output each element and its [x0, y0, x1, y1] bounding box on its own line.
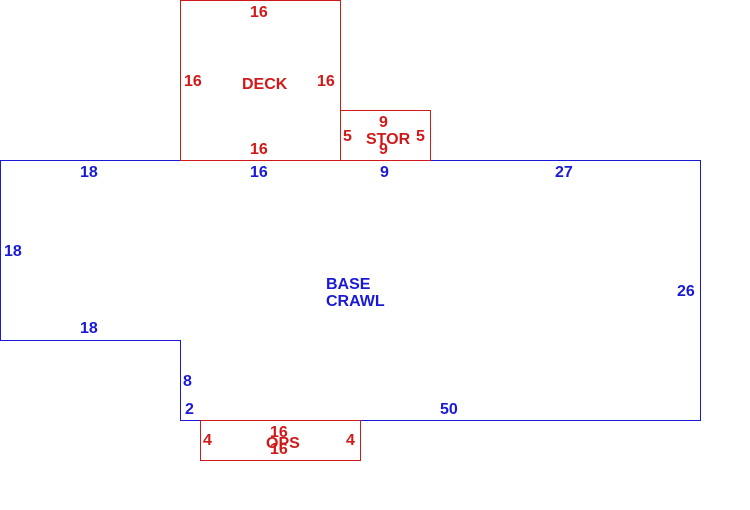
- dim-main-top-left: 18: [80, 164, 98, 181]
- dim-stor-bottom: 9: [379, 141, 388, 158]
- deck-label: DECK: [242, 76, 288, 93]
- dim-stor-left: 5: [343, 128, 352, 145]
- dim-main-step-side: 8: [183, 373, 192, 390]
- main-area-label-line1: BASE: [326, 276, 371, 293]
- main-area-outline: [0, 160, 701, 421]
- dim-ops-bottom: 16: [270, 441, 288, 458]
- stor-label: STOR: [366, 131, 411, 148]
- dim-deck-top: 16: [250, 4, 268, 21]
- dim-main-bottom-short: 2: [185, 401, 194, 418]
- dim-main-left: 18: [4, 243, 22, 260]
- stor-outline: [340, 110, 431, 161]
- dim-ops-left: 4: [203, 432, 212, 449]
- ops-label: OPS: [266, 435, 300, 452]
- dim-main-step-bottom: 18: [80, 320, 98, 337]
- dim-ops-top: 16: [270, 424, 288, 441]
- ops-outline: [200, 420, 361, 461]
- dim-main-top-stor: 9: [380, 164, 389, 181]
- dim-stor-right: 5: [416, 128, 425, 145]
- deck-outline: [180, 0, 341, 161]
- main-area-label-line2: CRAWL: [326, 293, 385, 310]
- dim-main-bottom: 50: [440, 401, 458, 418]
- dim-ops-right: 4: [346, 432, 355, 449]
- dim-deck-right: 16: [317, 73, 335, 90]
- dim-deck-bottom: 16: [250, 141, 268, 158]
- dim-main-top-right: 27: [555, 164, 573, 181]
- dim-stor-top: 9: [379, 114, 388, 131]
- dim-main-top-mid: 16: [250, 164, 268, 181]
- dim-deck-left: 16: [184, 73, 202, 90]
- dim-main-right: 26: [677, 283, 695, 300]
